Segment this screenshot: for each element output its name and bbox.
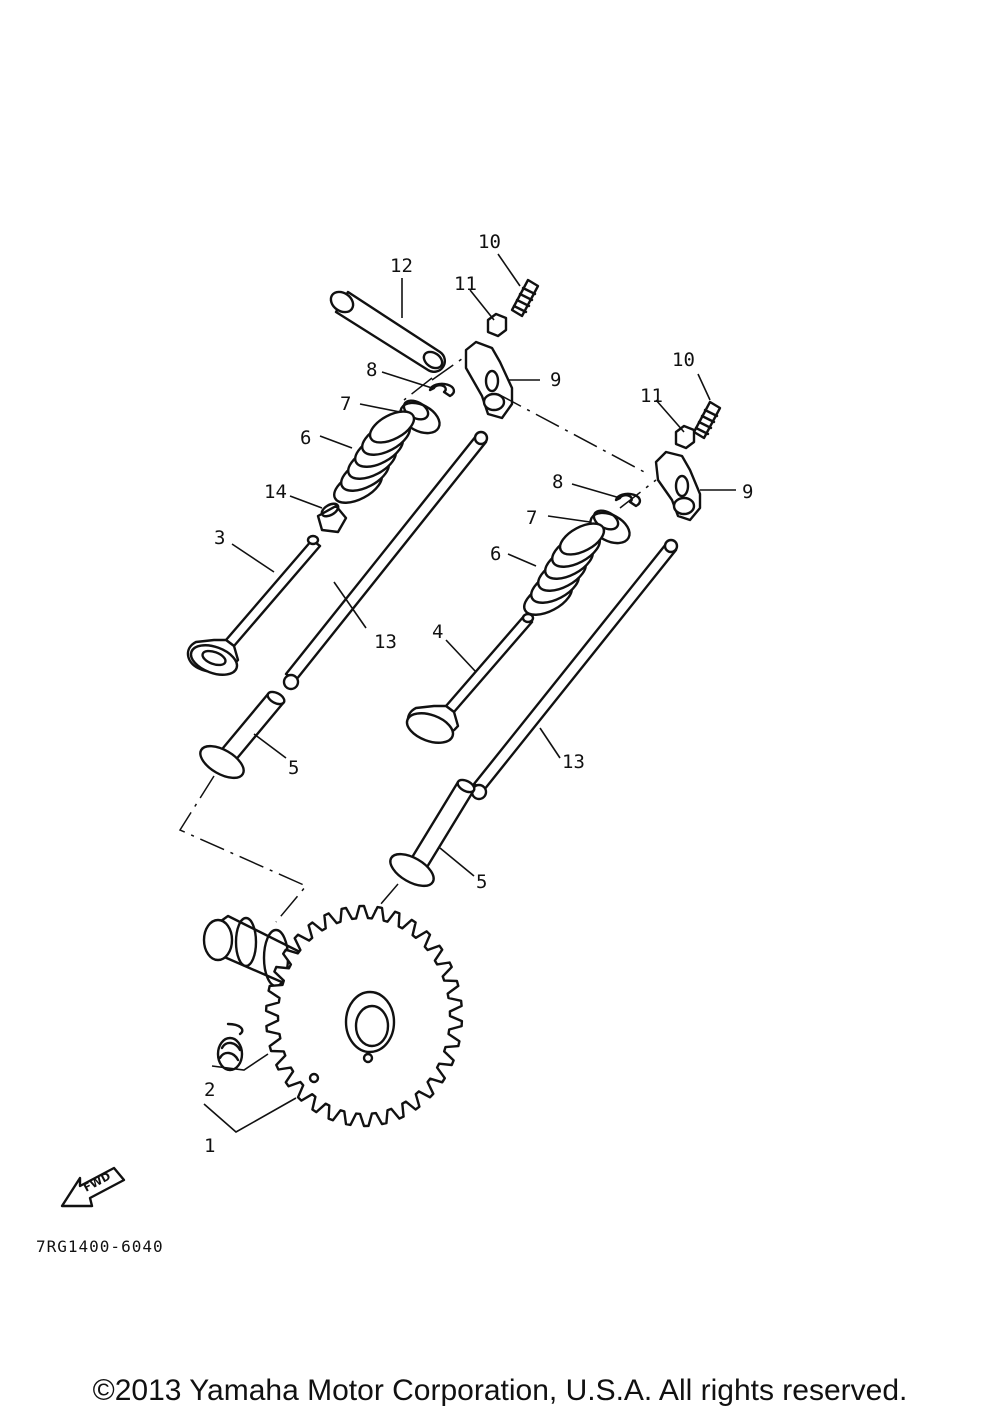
lock-nut-upper-part-11 (486, 312, 508, 338)
callout-13-upper: 13 (374, 631, 397, 653)
callout-6-upper: 6 (300, 427, 311, 449)
callout-7-upper: 7 (340, 393, 351, 415)
callout-10-lower: 10 (672, 349, 695, 371)
forward-arrow-icon: FWD (60, 1166, 126, 1208)
callout-3: 3 (214, 527, 225, 549)
push-rod-upper-part-13 (282, 430, 489, 691)
decompressor-spring-part-2 (216, 1022, 244, 1072)
copyright-notice: ©2013 Yamaha Motor Corporation, U.S.A. A… (92, 1374, 908, 1407)
valve-spring-upper-part-6 (333, 410, 416, 504)
valve-lifter-lower-part-5 (389, 778, 476, 888)
callout-9-lower: 9 (742, 481, 753, 503)
valve-cotter-upper-part-8 (428, 382, 456, 398)
rocker-shaft-part-12 (329, 290, 447, 373)
callout-5-upper: 5 (288, 757, 299, 779)
lock-nut-lower-part-11 (674, 424, 696, 450)
leader-lines (203, 253, 736, 1133)
callout-10-upper: 10 (478, 231, 501, 253)
valve-exhaust-part-4 (405, 612, 535, 744)
callout-11-lower: 11 (640, 385, 663, 407)
valve-lifter-upper-part-5 (199, 690, 286, 780)
callout-12: 12 (390, 255, 413, 277)
callout-7-lower: 7 (526, 507, 537, 529)
adjusting-screw-upper-part-10 (510, 278, 540, 318)
callout-6-lower: 6 (490, 543, 501, 565)
callout-2: 2 (204, 1079, 215, 1101)
valve-intake-part-3 (186, 534, 322, 676)
alignment-lines (178, 355, 657, 923)
adjusting-screw-lower-part-10 (692, 400, 722, 440)
callout-4: 4 (432, 621, 443, 643)
callout-13-lower: 13 (562, 751, 585, 773)
rocker-arm-lower-part-9 (654, 450, 702, 522)
callout-1: 1 (204, 1135, 215, 1157)
callout-9-upper: 9 (550, 369, 561, 391)
diagram-code: 7RG1400-6040 (36, 1237, 164, 1256)
callout-5-lower: 5 (476, 871, 487, 893)
callout-14: 14 (264, 481, 287, 503)
valve-stem-seal-part-14 (316, 502, 348, 534)
valve-spring-lower-part-6 (523, 522, 606, 616)
push-rod-lower-part-13 (470, 538, 679, 801)
callout-numbers: 12 10 11 8 9 7 6 14 3 13 10 11 8 9 7 6 4… (204, 231, 753, 1157)
callout-8-lower: 8 (552, 471, 563, 493)
rocker-arm-upper-part-9 (464, 340, 514, 420)
callout-8-upper: 8 (366, 359, 377, 381)
camshaft-gear-part-1 (202, 904, 464, 1128)
callout-11-upper: 11 (454, 273, 477, 295)
